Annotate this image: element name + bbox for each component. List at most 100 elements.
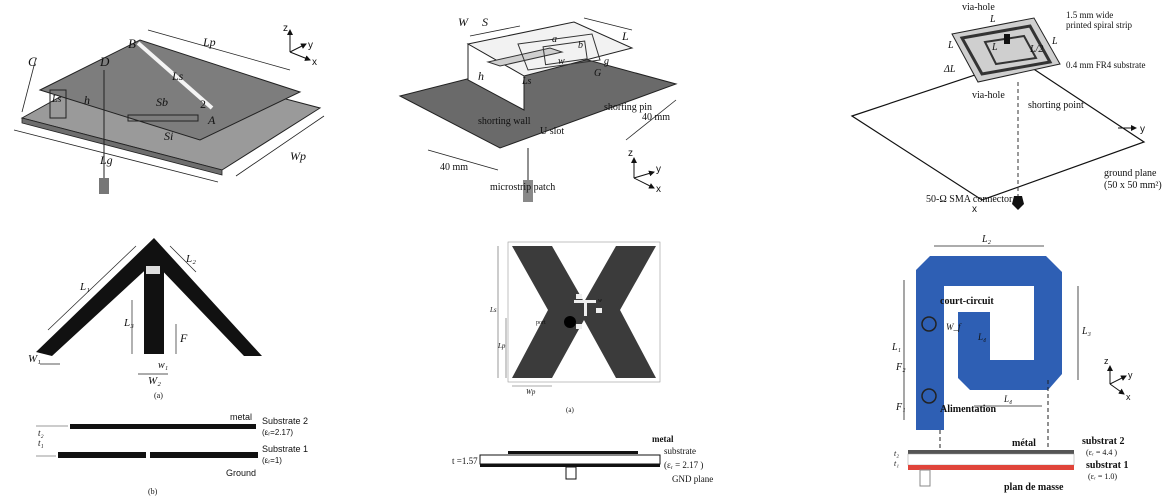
- p6-label-metal: métal: [1012, 438, 1036, 449]
- p6-label-alimentation: Alimentation: [940, 404, 997, 415]
- panel-5-x-shaped-patch: Ls Lp w port Wp (a) t =1.57 metal substr…: [452, 241, 713, 484]
- p5-label-substrate: substrate: [664, 446, 696, 456]
- p6-label-F2: F₂: [895, 362, 906, 373]
- p3-label-substrate: 0.4 mm FR4 substrate: [1066, 60, 1146, 70]
- p6-label-sub1-eps: (εᵣ = 1.0): [1088, 472, 1117, 481]
- p3-label-L-right: L: [1051, 36, 1058, 47]
- p1-label-Wp: Wp: [290, 149, 306, 163]
- p4-label-W1: W₁: [28, 353, 41, 365]
- p3-label-strip-1: 1.5 mm wide: [1066, 10, 1113, 20]
- p3-label-dL: ΔL: [943, 64, 956, 75]
- p6-label-sub1: substrat 1: [1086, 460, 1129, 471]
- p6-label-F1: F₁: [895, 402, 906, 413]
- radiator-plate: [38, 39, 302, 141]
- p4-label-t1: t₁: [38, 438, 44, 448]
- p4-label-sub1-eps: (εᵣ=1): [262, 456, 282, 465]
- p6-label-sub2-eps: (εᵣ = 4.4 ): [1086, 448, 1117, 457]
- p2-label-L: L: [621, 29, 629, 43]
- p5-label-dim-left: Lp: [497, 342, 506, 350]
- p2-label-40mm-left: 40 mm: [440, 162, 468, 173]
- p5-label-t: t =1.57: [452, 456, 478, 466]
- p5-metal-layer: [508, 451, 638, 454]
- p1-label-Ls: Ls: [171, 69, 184, 83]
- p2-label-Ls: Ls: [521, 76, 532, 87]
- p2-label-h: h: [478, 69, 484, 83]
- p3-label-connector: 50-Ω SMA connector: [926, 194, 1013, 205]
- p4-label-L1: L₁: [79, 281, 90, 293]
- p6-label-Lg: L₄: [977, 332, 986, 342]
- p2-label-shorting-pin: shorting pin: [604, 102, 652, 113]
- p6-label-t2: t₂: [894, 449, 899, 458]
- p3-label-shorting-point: shorting point: [1028, 100, 1084, 111]
- p2-axis-x: x: [656, 184, 661, 195]
- p4-label-sub1: Substrate 1: [262, 444, 308, 454]
- p2-label-shorting-wall: shorting wall: [478, 116, 531, 127]
- ground-layer-right: [150, 452, 258, 458]
- p6-label-Lf: L₄: [1003, 394, 1012, 404]
- p1-label-Sb: Sb: [156, 95, 168, 109]
- feed-via: [921, 388, 937, 404]
- p2-label-G: G: [594, 68, 601, 79]
- p4-label-ground: Ground: [226, 468, 256, 478]
- p1-label-A: A: [207, 113, 216, 127]
- p5-label-port: port: [536, 320, 546, 326]
- p6-substrate-gap: [907, 453, 1075, 466]
- p2-label-w: w: [558, 56, 565, 67]
- p4-label-F: F: [179, 331, 188, 345]
- metal-layer: [70, 424, 256, 429]
- p4-label-sub2: Substrate 2: [262, 416, 308, 426]
- p3-label-ground-1: ground plane: [1104, 168, 1157, 179]
- p2-label-40mm-right: 40 mm: [642, 112, 670, 123]
- p1-label-Lg: Lg: [99, 153, 113, 167]
- panel-1-shorted-patch-antenna: z y x B Lp C D Ls Ls h Sb 2 Si A Lg Wp: [13, 23, 325, 194]
- short-circuit-via: [921, 316, 937, 332]
- p3-axis-y: y: [1140, 124, 1145, 135]
- p4-label-w1: w₁: [158, 360, 168, 371]
- p1-label-Lz: Ls: [51, 94, 62, 105]
- panel-4-inverted-v-antenna: L₁ L₂ L₃ F W₁ w₁ W₂ (a) metal Substrate …: [28, 238, 308, 496]
- p5-label-dim-right: Ls: [489, 306, 497, 314]
- p4-label-sub2-eps: (εᵣ=2.17): [262, 428, 293, 437]
- p6-label-L1: L₁: [891, 342, 901, 353]
- p5-caption-a: (a): [566, 406, 574, 414]
- ground-plane-50x50: [850, 59, 1146, 201]
- p2-label-W: W: [458, 15, 469, 29]
- p5-label-metal: metal: [652, 434, 674, 444]
- p5-gnd-plane: [480, 464, 660, 467]
- p6-label-L3: L₃: [1081, 326, 1092, 337]
- t-feed-stem: [144, 262, 164, 354]
- p4-label-Lz: L₂: [185, 253, 196, 265]
- p3-axis-x: x: [972, 204, 977, 215]
- spiral-radiator: [916, 256, 1062, 430]
- p4-label-t2: t₂: [38, 428, 44, 438]
- p5-label-dim-bottom: Wp: [526, 388, 536, 396]
- p2-label-b: b: [578, 40, 583, 51]
- p4-label-metal: metal: [230, 412, 252, 422]
- p3-label-L-left1: L: [947, 40, 954, 51]
- p1-label-B: B: [128, 36, 136, 51]
- p3-label-strip-2: printed spiral strip: [1066, 20, 1132, 30]
- p6-label-L2: L₂: [981, 234, 992, 245]
- p6-axis-z: z: [1104, 356, 1109, 366]
- p1-axis-x: x: [312, 57, 317, 68]
- p4-caption-a: (a): [154, 391, 163, 400]
- p6-label-ground: plan de masse: [1004, 482, 1064, 493]
- panel-6-spiral-monopole: z y x L₂ court-circuit W_f L₄ L₃ L₁ F₂ F…: [891, 234, 1133, 493]
- p5-label-w-small: w: [598, 298, 602, 304]
- p1-label-Si: Si: [164, 129, 173, 143]
- p4-caption-b: (b): [148, 487, 158, 496]
- ground-layer-left: [58, 452, 146, 458]
- feed-port: [564, 316, 576, 328]
- p2-label-a: a: [552, 34, 557, 45]
- p3-label-ground-2: (50 x 50 mm²): [1104, 180, 1162, 191]
- p1-label-C: C: [28, 54, 37, 69]
- p4-label-L3: L₃: [123, 317, 134, 329]
- p2-axis-y: y: [656, 164, 661, 175]
- p3-label-L2: L/2: [1029, 44, 1043, 55]
- p2-label-u-slot: U slot: [540, 126, 564, 137]
- p3-label-via-hole-bottom: via-hole: [972, 90, 1005, 101]
- p3-label-L-left2: L: [991, 42, 998, 53]
- p1-label-Lp: Lp: [202, 35, 216, 49]
- p6-label-t1: t₁: [894, 459, 899, 468]
